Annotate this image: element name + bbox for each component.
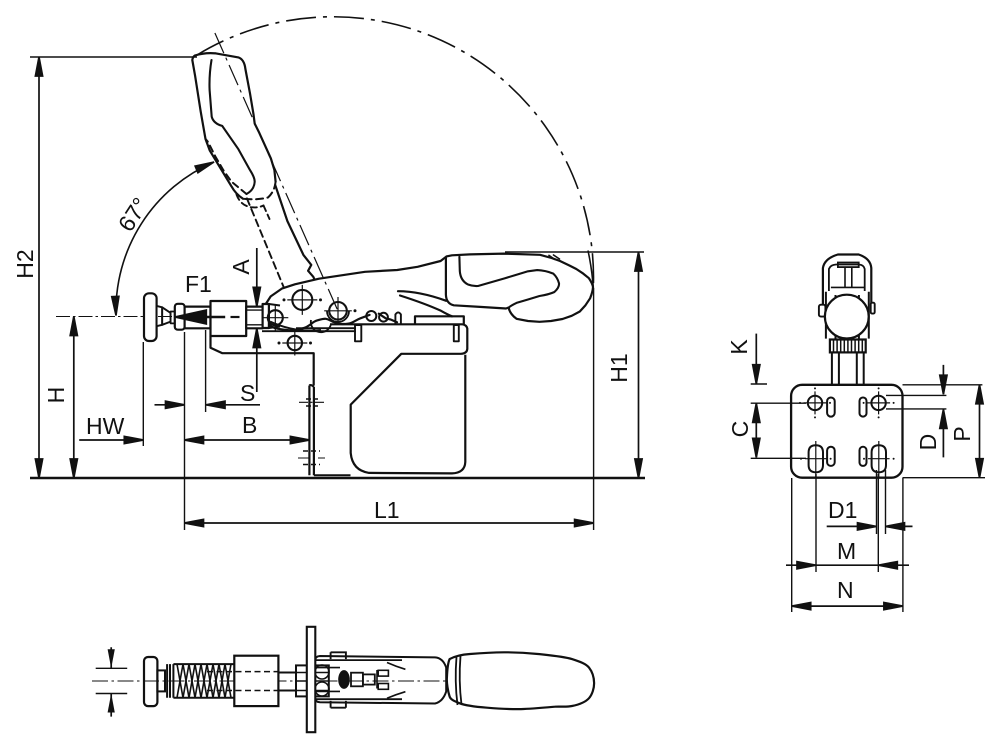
svg-text:K: K: [726, 339, 752, 355]
svg-text:F1: F1: [185, 271, 212, 297]
svg-text:H: H: [43, 387, 69, 404]
svg-text:D: D: [915, 434, 941, 451]
svg-text:H2: H2: [12, 249, 38, 278]
svg-text:S: S: [240, 380, 255, 406]
svg-text:D1: D1: [828, 497, 857, 523]
svg-text:HW: HW: [86, 413, 125, 439]
svg-text:A: A: [228, 259, 254, 275]
svg-text:M: M: [837, 538, 856, 564]
svg-text:B: B: [242, 412, 257, 438]
svg-text:H1: H1: [606, 353, 632, 382]
svg-text:N: N: [837, 577, 854, 603]
svg-text:L1: L1: [374, 497, 400, 523]
svg-text:C: C: [727, 421, 753, 438]
svg-text:P: P: [949, 426, 975, 441]
